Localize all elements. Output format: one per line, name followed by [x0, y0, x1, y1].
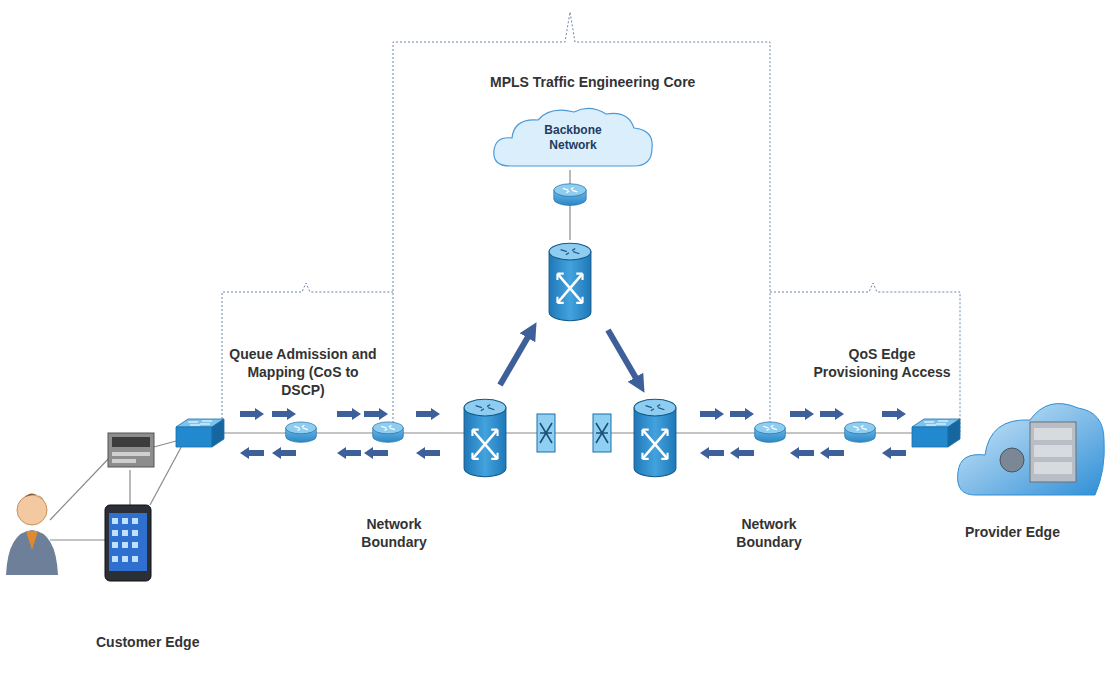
edge-label: Provider Edge: [965, 523, 1060, 541]
region-title: MPLS Traffic Engineering Core: [490, 73, 695, 91]
boundary-label: Network Boundary: [728, 515, 810, 551]
cloud-node: Backbone Network: [488, 104, 658, 172]
boundary-label: Network Boundary: [353, 515, 435, 551]
zone-label: Queue Admission and Mapping (CoS to DSCP…: [228, 345, 378, 400]
cloud-text: Backbone Network: [538, 123, 608, 153]
zone-label: QoS Edge Provisioning Access: [812, 345, 952, 381]
edge-label: Customer Edge: [96, 633, 199, 651]
